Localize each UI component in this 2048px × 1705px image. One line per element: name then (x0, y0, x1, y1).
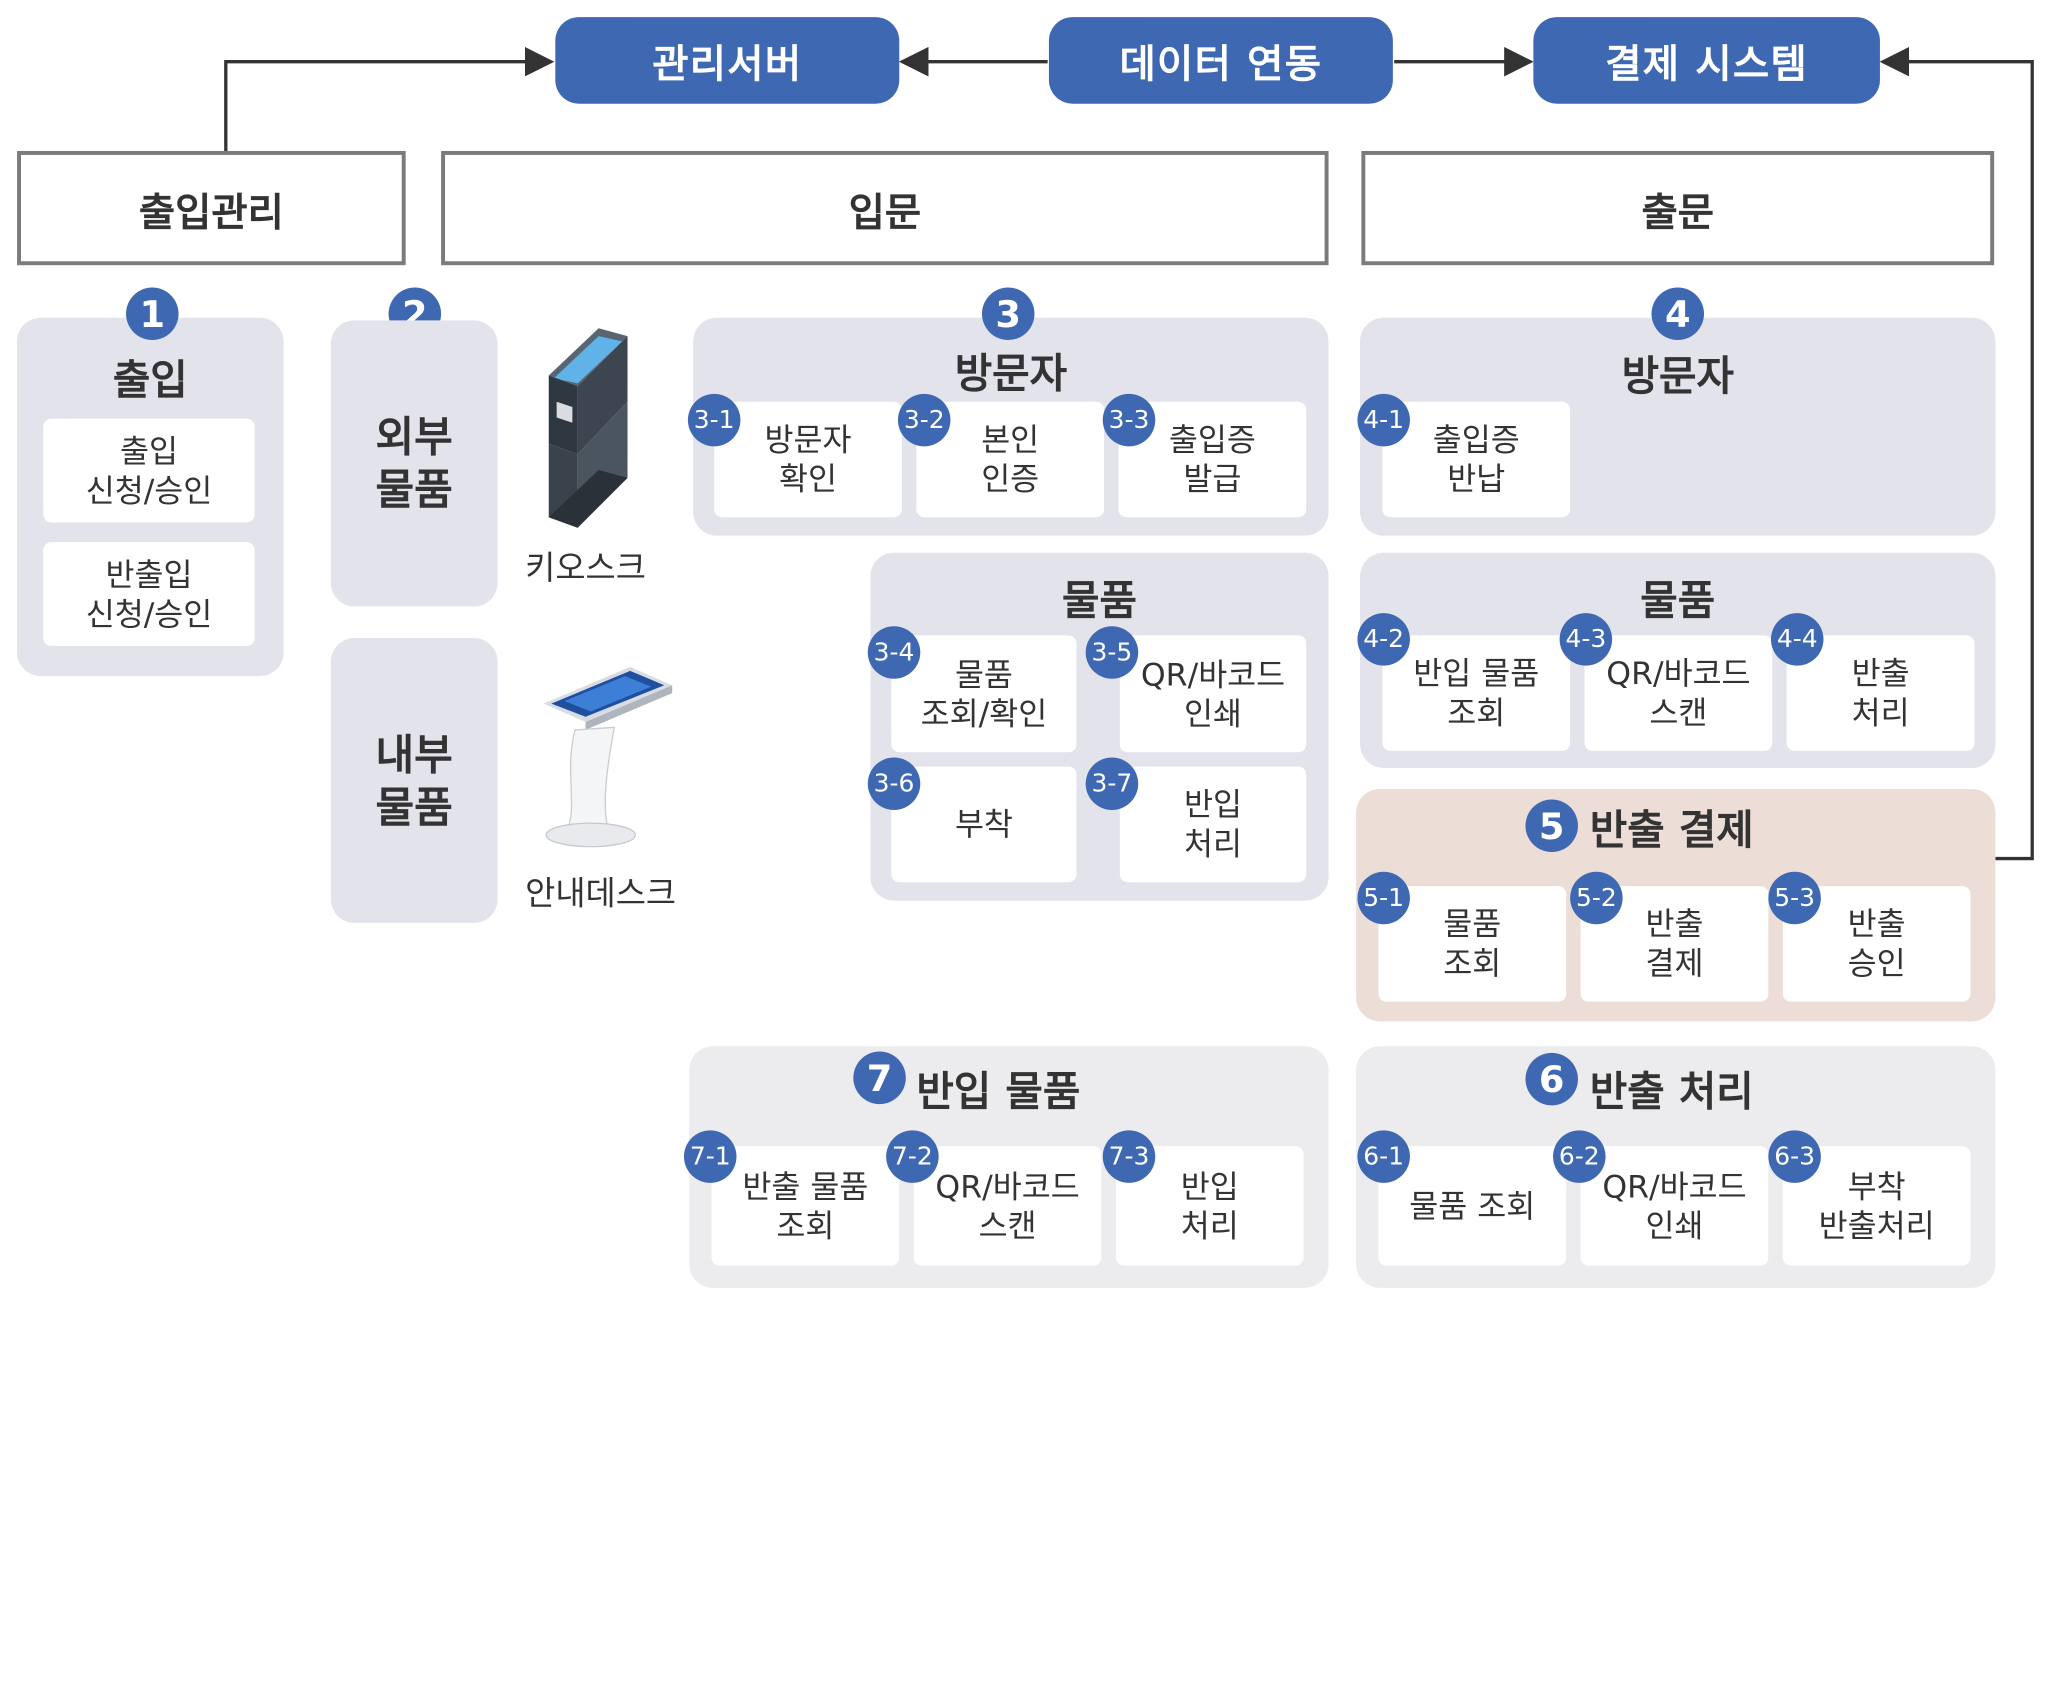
card-carried-item-lookup: 반입 물품 조회 (1382, 635, 1571, 751)
panel-access-title: 출입 (112, 356, 188, 404)
card-return-qr-scan: QR/바코드 스캔 (913, 1146, 1102, 1266)
badge-3-4: 3-4 (867, 626, 921, 679)
data-link-node: 데이터 연동 (1048, 17, 1393, 104)
step-number-1: 1 (126, 287, 179, 341)
step-number-6: 6 (1525, 1052, 1578, 1106)
kiosk-icon (548, 328, 628, 528)
header-entry: 입문 (441, 150, 1329, 266)
card-visitor-check: 방문자 확인 (714, 401, 902, 518)
card-item-lookup: 물품 조회/확인 (891, 635, 1077, 753)
step-number-7: 7 (853, 1051, 906, 1105)
badge-5-3: 5-3 (1768, 871, 1821, 925)
badge-4-3: 4-3 (1559, 613, 1613, 666)
internal-items-label: 내부 물품 (375, 729, 453, 832)
card-qr-scan: QR/바코드 스캔 (1584, 635, 1773, 751)
info-desk-icon (543, 666, 673, 848)
panel-carry-out-processing-title: 반출 처리 (1589, 1068, 1754, 1116)
card-qr-print: QR/바코드 인쇄 (1119, 635, 1307, 753)
card-return-item-lookup: 반출 물품 조회 (711, 1146, 900, 1266)
badge-3-6: 3-6 (867, 757, 921, 810)
arrow-payment-panel-to-payment (1879, 46, 2034, 861)
panel-carried-in-items-title: 반입 물품 (916, 1068, 1081, 1116)
card-exit-qr-print: QR/바코드 인쇄 (1580, 1146, 1769, 1266)
panel-visitor-entry-title: 방문자 (954, 349, 1068, 398)
badge-7-3: 7-3 (1102, 1130, 1156, 1183)
card-return-carry-in: 반입 처리 (1115, 1146, 1304, 1266)
badge-3-3: 3-3 (1102, 393, 1156, 447)
external-items-label: 외부 물품 (375, 412, 453, 515)
badge-3-5: 3-5 (1085, 626, 1139, 679)
step-number-5: 5 (1525, 799, 1578, 853)
connector-lines (224, 46, 2034, 861)
header-access-management: 출입관리 (17, 150, 406, 266)
panel-carry-out-payment-title: 반출 결제 (1589, 807, 1754, 855)
card-payment-item-lookup: 물품 조회 (1378, 886, 1567, 1002)
arrow-access-to-server (224, 46, 555, 151)
panel-items-exit-title: 물품 (1640, 576, 1716, 625)
badge-5-1: 5-1 (1357, 871, 1410, 925)
panel-external-items: 외부 물품 (330, 320, 498, 607)
panel-items-entry-title: 물품 (1062, 576, 1137, 625)
card-pass-return: 출입증 반납 (1382, 401, 1571, 518)
badge-6-1: 6-1 (1357, 1130, 1410, 1183)
badge-3-1: 3-1 (687, 393, 741, 447)
badge-3-7: 3-7 (1085, 757, 1139, 810)
header-exit: 출문 (1361, 150, 1995, 266)
card-carry-request: 반출입 신청/승인 (43, 542, 255, 646)
badge-3-2: 3-2 (897, 393, 951, 447)
badge-4-1: 4-1 (1357, 393, 1410, 447)
card-attach: 부착 (891, 766, 1077, 883)
panel-visitor-exit-title: 방문자 (1621, 352, 1734, 400)
info-desk-caption: 안내데스크 (525, 874, 677, 913)
card-access-request: 출입 신청/승인 (43, 418, 255, 523)
badge-7-2: 7-2 (886, 1130, 939, 1183)
badge-4-4: 4-4 (1770, 613, 1824, 666)
card-exit-item-lookup: 물품 조회 (1378, 1146, 1567, 1266)
badge-6-2: 6-2 (1553, 1130, 1606, 1183)
badge-6-3: 6-3 (1768, 1130, 1821, 1183)
step-number-4: 4 (1651, 287, 1705, 341)
kiosk-caption: 키오스크 (525, 548, 646, 587)
management-server-node: 관리서버 (555, 17, 900, 104)
badge-7-1: 7-1 (683, 1130, 737, 1183)
badge-5-2: 5-2 (1570, 871, 1623, 925)
payment-system-node: 결제 시스템 (1533, 17, 1880, 104)
panel-internal-items: 내부 물품 (330, 638, 498, 923)
card-carry-in: 반입 처리 (1119, 766, 1307, 883)
badge-4-2: 4-2 (1357, 613, 1410, 666)
step-number-3: 3 (981, 287, 1035, 341)
